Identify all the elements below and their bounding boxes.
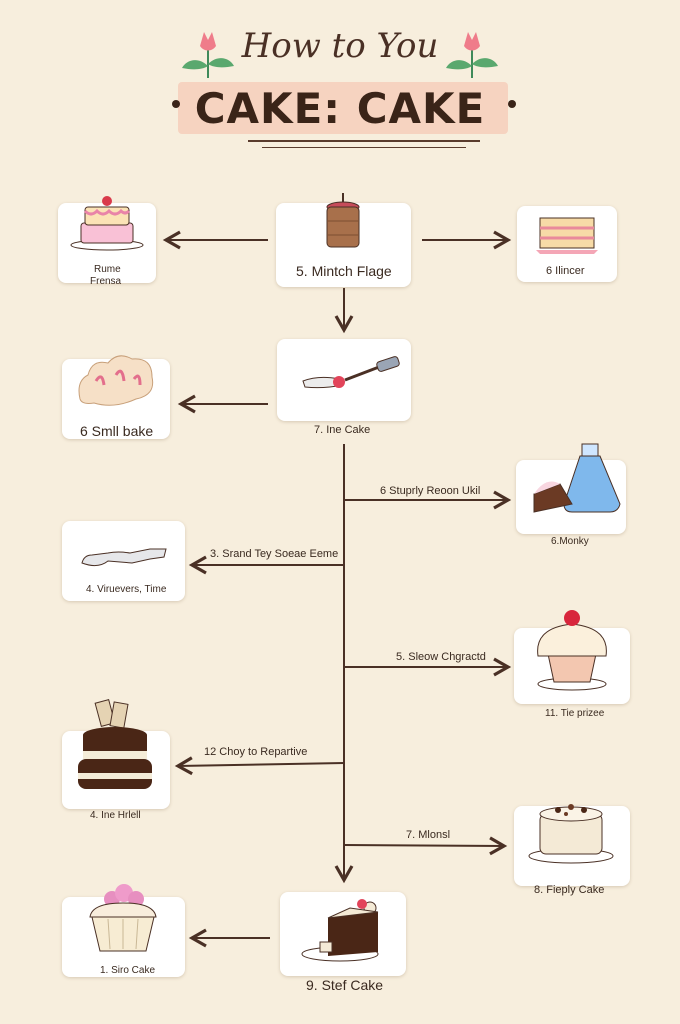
page-title: CAKE: CAKE (194, 84, 486, 133)
arrow-label-a4: 12 Choy to Repartive (204, 746, 308, 758)
chocolate-slice-icon (301, 899, 379, 962)
banner-dot-left (172, 100, 180, 108)
step-label-left-mid: 6 Smll bake (80, 423, 154, 439)
step-label-right-bottle: 6.Monky (551, 536, 589, 547)
step-label-center-bottom: 9. Stef Cake (306, 977, 384, 993)
step-card-center-bottom (280, 892, 406, 976)
layer-cake-icon (70, 196, 144, 251)
flower-left-icon (178, 26, 238, 87)
step-label-right-cupcake: 11. Tie prizee (545, 708, 605, 719)
step-card-left-mid (62, 355, 170, 439)
step-label-center-mid: 7. Ine Cake (314, 424, 371, 436)
pink-cupcake-icon (89, 884, 157, 952)
step-card-left-choc (62, 698, 170, 809)
flower-right-icon (442, 26, 502, 87)
chocolate-jar-icon (326, 193, 360, 248)
cake-slice-icon (536, 217, 598, 254)
title-underline (248, 140, 480, 142)
step-label-right-top: 6 Ilincer (546, 265, 585, 277)
bottle-cake-icon (533, 443, 621, 513)
step-card-right-cupcake (514, 610, 630, 704)
step-card-left-glove (62, 521, 185, 601)
step-card-right-round (514, 804, 630, 886)
arrow-label-a2: 3. Srand Tey Soeae Eeme (210, 548, 339, 560)
step-card-right-top (517, 206, 617, 282)
cupcake-cherry-icon (537, 610, 607, 691)
dough-pastry-icon (78, 355, 154, 406)
step-label-right-round: 8. Fieply Cake (534, 884, 605, 896)
title-banner (178, 82, 508, 134)
script-title: How to You (241, 26, 439, 66)
arrow-a4 (174, 756, 345, 776)
arrow-label-a1: 6 Stuprly Reoon Ukil (380, 485, 481, 497)
step-card-right-bottle (516, 443, 626, 534)
arrow-label-a3: 5. Sleow Chgractd (396, 651, 486, 663)
step-card-center-top (276, 193, 411, 287)
arrow-a5 (343, 836, 508, 856)
round-cake-icon (528, 804, 614, 864)
title-underline-2 (262, 147, 466, 148)
chocolate-layer-cake-icon (78, 698, 152, 789)
step-label-left-bottom: 1. Siro Cake (100, 965, 156, 976)
piping-glove-icon (81, 548, 167, 567)
step-label-left-choc: 4. Ine Hrlell (90, 810, 141, 821)
step-card-center-mid (277, 339, 411, 421)
step-label-center-top: 5. Mintch Flage (296, 263, 392, 279)
banner-dot-right (508, 100, 516, 108)
step-label-left-top-b: Frensa (90, 276, 122, 287)
step-label-left-glove: 4. Viruevers, Time (86, 584, 167, 595)
step-label-left-top-a: Rume (94, 264, 121, 275)
spatula-icon (302, 356, 400, 389)
step-card-left-bottom (62, 884, 185, 977)
arrow-label-a5: 7. Mlonsl (406, 829, 451, 841)
step-card-left-top (58, 196, 156, 283)
